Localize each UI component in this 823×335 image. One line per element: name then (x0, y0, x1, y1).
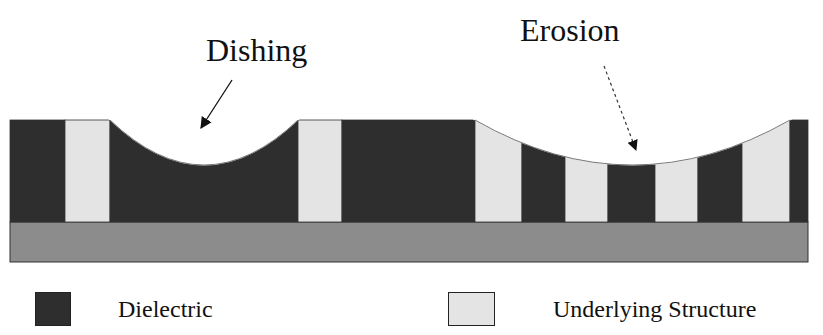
erosion-recess (475, 120, 790, 165)
layer-stripes (10, 120, 808, 222)
dishing-recess (110, 120, 298, 165)
structure-block (65, 120, 110, 222)
legend-label: Dielectric (118, 297, 213, 321)
dielectric-block (342, 120, 475, 222)
callout-label: Dishing (206, 34, 307, 66)
legend-swatch (448, 292, 495, 326)
dishing-surface (110, 120, 298, 165)
callout-label: Erosion (520, 14, 620, 46)
erosion-surface (475, 120, 790, 165)
dielectric-block (110, 120, 298, 222)
leader-arrow (604, 66, 636, 150)
structure-block (298, 120, 342, 222)
dielectric-block (790, 120, 808, 222)
dielectric-block (10, 120, 65, 222)
legend-swatch (35, 292, 71, 326)
legend-label: Underlying Structure (553, 297, 756, 321)
surface-gap (109, 110, 299, 120)
substrate-layer (10, 222, 808, 262)
leader-arrow (201, 80, 232, 128)
